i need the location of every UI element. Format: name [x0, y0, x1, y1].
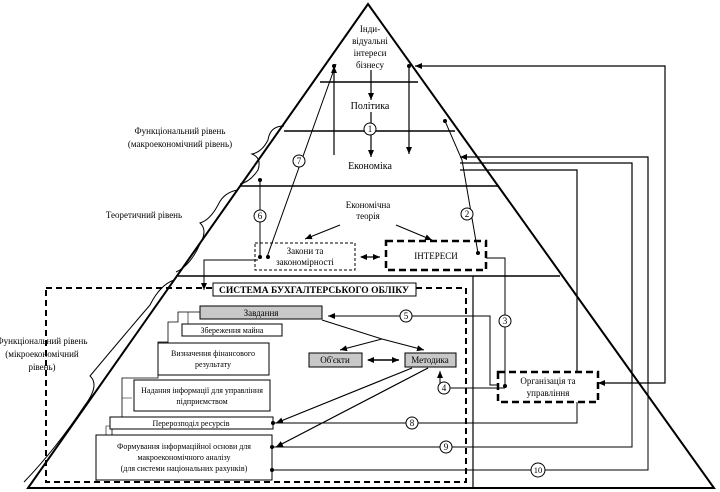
arrow-tasks-split	[321, 319, 383, 340]
pyramid-outline	[26, 2, 716, 489]
marker-7: 7	[297, 156, 302, 166]
connector-9	[272, 383, 633, 448]
svg-text:управління: управління	[527, 388, 570, 398]
svg-text:закономірності: закономірності	[276, 257, 334, 267]
organization-label: Організація та управління	[520, 376, 575, 398]
connector-2	[444, 120, 479, 254]
marker-9: 9	[444, 442, 449, 452]
marker-1: 1	[368, 124, 373, 134]
marker-10: 10	[534, 465, 543, 475]
arrow-theory-laws	[304, 224, 341, 240]
arrow-method-reallocation	[275, 367, 413, 424]
svg-text:Визначення фінансового: Визначення фінансового	[171, 349, 255, 358]
system-title: СИСТЕМА БУХГАЛТЕРСЬКОГО ОБЛІКУ	[219, 286, 409, 296]
marker-2: 2	[465, 209, 470, 219]
marker-4: 4	[442, 383, 447, 393]
level-label-functional-macro: Функціональний рівень (макроекономічний …	[128, 126, 232, 149]
feedback-economy-3	[460, 169, 578, 372]
marker-5: 5	[404, 311, 409, 321]
organization-box	[496, 370, 600, 404]
svg-text:рівень): рівень)	[28, 362, 55, 372]
svg-text:підприємством: підприємством	[176, 397, 227, 406]
svg-text:результату: результату	[195, 360, 231, 369]
svg-text:(мікроекономічний: (мікроекономічний	[5, 349, 79, 359]
task-provision-info-label: Надання інформації для управління підпри…	[141, 386, 263, 406]
laws-label: Закони та закономірності	[276, 246, 334, 267]
svg-text:Надання інформації для управлі: Надання інформації для управління	[141, 386, 263, 395]
svg-text:бізнесу: бізнесу	[356, 60, 385, 70]
system-title-box	[212, 282, 417, 297]
connector-10	[272, 380, 649, 471]
arrow-theory-interests	[395, 224, 433, 241]
task-provision-info	[133, 379, 271, 412]
task-financial-result	[157, 342, 270, 376]
svg-text:Функціональний рівень: Функціональний рівень	[0, 336, 87, 346]
method-box	[404, 352, 457, 368]
politics-label: Політика	[351, 101, 390, 112]
connector-3	[486, 257, 506, 386]
task-preservation-label: Збереження майна	[201, 326, 264, 335]
task-info-basis-label: Формування інформаційної основи для макр…	[117, 442, 251, 473]
svg-text:інтереси: інтереси	[354, 48, 387, 58]
feedback-top	[415, 63, 666, 384]
svg-text:Функціональний рівень: Функціональний рівень	[135, 126, 226, 136]
task-resource-reallocation-label: Перерозподіл ресурсів	[152, 419, 229, 428]
brace-theoretical	[175, 189, 239, 273]
laws-box	[254, 242, 356, 271]
feedback-economy-1	[460, 154, 649, 383]
svg-text:(для системи національних раху: (для системи національних рахунків)	[121, 464, 248, 473]
svg-text:Закони та: Закони та	[287, 246, 324, 256]
tasks-box	[199, 305, 323, 320]
arrow-method-infobasis	[275, 367, 429, 448]
svg-text:Формування інформаційної основ: Формування інформаційної основи для	[117, 442, 251, 451]
marker-8: 8	[410, 418, 415, 428]
brace-micro	[23, 279, 175, 483]
brace-macro	[239, 125, 285, 185]
level-label-functional-micro: Функціональний рівень (мікроекономічний …	[0, 336, 87, 372]
svg-text:відуальні: відуальні	[352, 36, 388, 46]
objects-box	[308, 352, 363, 368]
interests-box	[384, 239, 488, 272]
svg-text:(макроекономічний рівень): (макроекономічний рівень)	[128, 139, 232, 149]
task-info-basis	[95, 434, 273, 481]
interests-label: ІНТЕРЕСИ	[414, 251, 458, 261]
svg-text:Організація та: Організація та	[520, 376, 575, 386]
method-label: Методика	[411, 355, 449, 365]
marker-6: 6	[258, 211, 263, 221]
svg-text:теорія: теорія	[356, 211, 380, 221]
apex-label: Інди- відуальні інтереси бізнесу	[352, 24, 388, 70]
level-label-theoretical: Теоретичний рівень	[106, 210, 182, 220]
marker-3: 3	[503, 316, 508, 326]
feedback-economy-2	[460, 162, 633, 383]
svg-text:Економічна: Економічна	[346, 200, 391, 210]
svg-text:Інди-: Інди-	[360, 24, 380, 34]
economy-label: Економіка	[348, 161, 392, 172]
econ-theory-label: Економічна теорія	[346, 200, 391, 221]
task-financial-result-label: Визначення фінансового результату	[171, 349, 255, 369]
objects-label: Об'єкти	[320, 355, 350, 365]
task-preservation	[181, 323, 283, 337]
tasks-label: Завдання	[244, 308, 279, 318]
arrow-laws-system	[201, 259, 258, 290]
connector-8	[273, 402, 578, 424]
svg-text:макроекономічного аналізу: макроекономічного аналізу	[137, 453, 230, 462]
